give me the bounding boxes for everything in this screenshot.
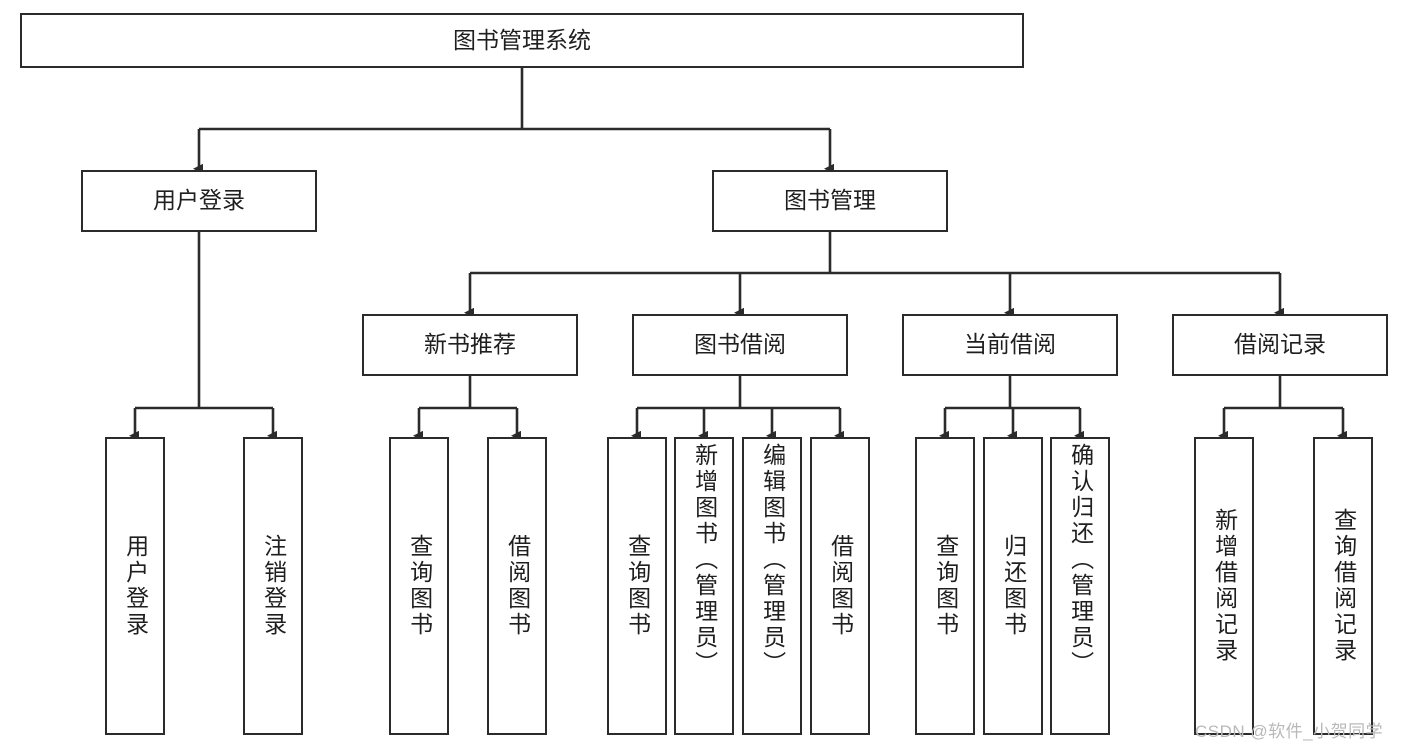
- node-leaf-new-borrow[interactable]: 借阅图书: [487, 437, 547, 735]
- node-records[interactable]: 借阅记录: [1172, 314, 1388, 376]
- node-label: 新书推荐: [424, 331, 516, 358]
- node-label: 注销登录: [260, 534, 287, 638]
- node-label: 查询图书: [624, 534, 651, 638]
- node-label: 当前借阅: [964, 331, 1056, 358]
- node-leaf-bor-add[interactable]: 新增图书（管理员）: [674, 437, 734, 735]
- node-label: 图书管理: [784, 187, 876, 214]
- node-label: 编辑图书（管理员）: [759, 443, 786, 677]
- node-label: 用户登录: [122, 534, 149, 638]
- node-leaf-rec-add[interactable]: 新增借阅记录: [1194, 437, 1254, 735]
- node-leaf-cur-return[interactable]: 归还图书: [983, 437, 1043, 735]
- node-login[interactable]: 用户登录: [81, 170, 317, 232]
- node-label: 查询图书: [932, 534, 959, 638]
- node-label: 新增借阅记录: [1211, 508, 1238, 664]
- node-label: 查询借阅记录: [1330, 508, 1357, 664]
- node-label: 归还图书: [1000, 534, 1027, 638]
- node-leaf-cur-confirm[interactable]: 确认归还（管理员）: [1050, 437, 1110, 735]
- node-leaf-new-query[interactable]: 查询图书: [389, 437, 449, 735]
- edge-group: [129, 68, 1347, 441]
- node-label: 新增图书（管理员）: [691, 443, 718, 677]
- node-leaf-user-logout[interactable]: 注销登录: [243, 437, 303, 735]
- node-leaf-bor-edit[interactable]: 编辑图书（管理员）: [742, 437, 802, 735]
- node-root[interactable]: 图书管理系统: [20, 13, 1024, 68]
- node-label: 图书管理系统: [453, 26, 591, 53]
- node-newbook[interactable]: 新书推荐: [362, 314, 578, 376]
- node-leaf-bor-query[interactable]: 查询图书: [607, 437, 667, 735]
- node-label: 借阅图书: [504, 534, 531, 638]
- node-label: 用户登录: [153, 187, 245, 214]
- node-leaf-bor-lend[interactable]: 借阅图书: [810, 437, 870, 735]
- node-bookmgmt[interactable]: 图书管理: [712, 170, 948, 232]
- node-label: 查询图书: [406, 534, 433, 638]
- node-current[interactable]: 当前借阅: [902, 314, 1118, 376]
- node-label: 借阅记录: [1234, 331, 1326, 358]
- node-leaf-rec-query[interactable]: 查询借阅记录: [1313, 437, 1373, 735]
- watermark-text: CSDN @软件_小贺同学: [1195, 722, 1384, 741]
- node-leaf-user-login[interactable]: 用户登录: [105, 437, 165, 735]
- node-label: 借阅图书: [827, 534, 854, 638]
- node-leaf-cur-query[interactable]: 查询图书: [915, 437, 975, 735]
- node-label: 确认归还（管理员）: [1067, 443, 1094, 677]
- node-label: 图书借阅: [694, 331, 786, 358]
- node-borrow[interactable]: 图书借阅: [632, 314, 848, 376]
